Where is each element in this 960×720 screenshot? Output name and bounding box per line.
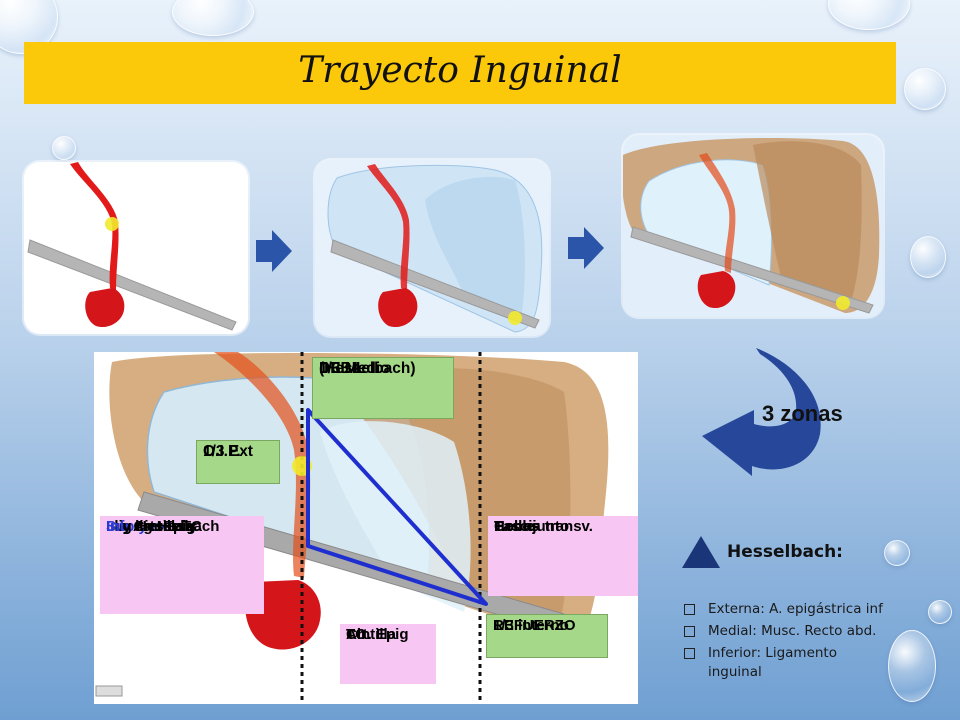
- bubble-decoration: [172, 0, 254, 36]
- label-right-box: Fascia transv. T.conjunto Colles Henle: [488, 516, 638, 596]
- bubble-decoration: [52, 136, 76, 160]
- right-arrow-icon: [568, 227, 604, 269]
- list-item: Medial: Musc. Recto abd.: [680, 622, 950, 640]
- panel-1-illustration: [27, 162, 237, 331]
- diagram-panel-1: [24, 162, 248, 334]
- diagram-panel-3: [623, 135, 883, 317]
- checkbox-bullet-icon: [684, 604, 695, 615]
- checkbox-bullet-icon: [684, 648, 695, 660]
- bubble-decoration: [928, 600, 952, 624]
- checkbox-bullet-icon: [684, 626, 695, 638]
- zonas-label: 3 zonas: [762, 401, 843, 426]
- label-interno: 1/3 interno REFUERZO: [486, 614, 608, 658]
- panel-3-illustration: [623, 135, 883, 317]
- page-title: Trayecto Inguinal: [298, 50, 622, 91]
- right-arrow-icon: [256, 230, 292, 272]
- hesselbach-triangle: [306, 408, 488, 606]
- hesselbach-list: Externa: A. epigástrica inf Medial: Musc…: [680, 600, 950, 685]
- label-left-box: Sup y ext: TC Inf: Cintilla y lig Hessel…: [100, 516, 264, 614]
- triangle-icon: [682, 536, 720, 568]
- curved-arrow-icon: [702, 348, 821, 476]
- label-medio: 1/3 Medio DEBIL (Hesselbach): [312, 357, 454, 419]
- hesselbach-title: Hesselbach:: [727, 542, 843, 562]
- main-diagram: 1/3 Medio DEBIL (Hesselbach) 1/3 Ext O.I…: [94, 352, 638, 704]
- label-bottom-box: Art. Epig TC Cintilla: [340, 624, 436, 684]
- list-item: Inferior: Ligamento inguinal: [680, 644, 878, 680]
- title-bar: Trayecto Inguinal: [24, 42, 896, 104]
- bubble-decoration: [828, 0, 910, 30]
- bubble-decoration: [884, 540, 910, 566]
- bubble-decoration: [888, 630, 936, 702]
- list-item: Externa: A. epigástrica inf: [680, 600, 950, 618]
- bubble-decoration: [910, 236, 946, 278]
- bubble-decoration: [904, 68, 946, 110]
- label-ext: 1/3 Ext O.I.P.: [196, 440, 280, 484]
- diagram-panel-2: [315, 160, 549, 336]
- panel-2-illustration: [315, 160, 549, 336]
